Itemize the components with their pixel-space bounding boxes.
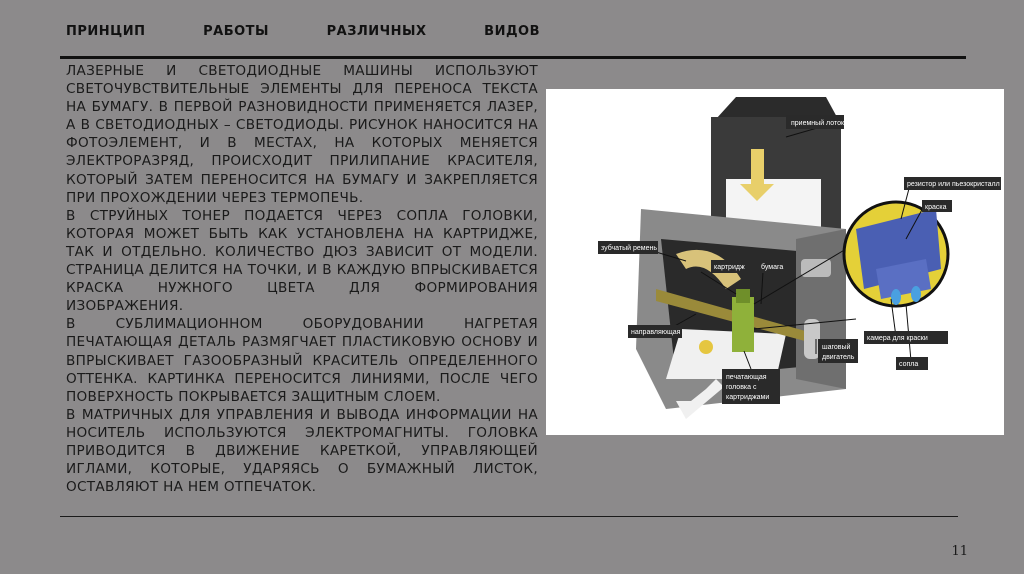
label-motor-2: двигатель [822,354,855,361]
title-word-1: ПРИНЦИП [66,24,146,39]
paragraph-matrix: В матричных для управления и вывода инфо… [66,406,538,496]
label-paper: бумага [761,263,783,271]
label-nozzle: сопла [899,361,918,368]
ink-drop-1 [891,289,901,305]
label-guide: направляющая [631,329,681,336]
label-box-head [722,369,780,404]
slide-title: ПРИНЦИП РАБОТЫ РАЗЛИЧНЫХ ВИДОВ [66,24,540,39]
paragraph-inkjet: В струйных тонер подается через сопла го… [66,207,538,315]
label-head-2: головка с [726,384,757,391]
sun-print [699,340,713,354]
magnifier-line-1 [753,248,847,305]
printer-diagram: приемный лоток резистор или пьезокристал… [546,89,1004,435]
ink-drop-2 [911,286,921,302]
label-ink: краска [925,204,947,211]
leader-ink [905,205,925,240]
paragraph-sublimation: В сублимационном оборудовании нагретая п… [66,316,538,405]
label-resistor: резистор или пьезокристалл [907,181,1000,188]
label-box-resistor [904,177,1001,190]
toothed-belt [676,249,741,289]
page-number: 11 [951,544,968,559]
leader-chamber [890,298,897,338]
title-word-3: РАЗЛИЧНЫХ [326,24,427,39]
label-chamber: камера для краски [867,335,928,342]
title-divider [60,56,966,59]
label-box-tray [786,115,844,129]
label-belt: зубчатый ремень [601,244,657,252]
printer-illustration: приемный лоток резистор или пьезокристал… [598,97,1001,419]
label-box-paper [758,260,790,273]
stepper-motor [804,319,820,359]
paragraph-laser: Лазерные и светодиодные машины использую… [66,63,538,206]
leader-head [743,350,752,370]
tray-top [716,97,838,119]
title-word-4: ВИДОВ [484,24,540,39]
label-tray: приемный лоток [791,119,845,127]
paper-in-arrow [740,149,774,201]
leader-paper [760,271,764,305]
label-box-motor [818,339,858,363]
print-head [732,297,754,352]
label-head-3: картриджами [726,394,769,401]
label-box-belt [598,241,658,254]
output-paper [666,329,786,379]
label-cartridge: картридж [714,264,745,271]
footer-divider [60,516,958,517]
label-box-chamber [864,331,948,344]
magnifier-line-2 [753,318,857,330]
label-box-nozzle [896,357,928,370]
label-box-ink [922,200,952,212]
label-box-cartridge [711,260,749,273]
control-panel [801,259,831,277]
label-head-1: печатающая [726,374,767,381]
title-word-2: РАБОТЫ [203,24,270,39]
leader-cartridge [700,271,737,295]
label-motor-1: шаговый [822,343,851,351]
body-text: Лазерные и светодиодные машины использую… [66,62,538,496]
paper-out-arrow [676,379,724,419]
cartridge [736,289,750,303]
label-box-guide [628,325,682,338]
